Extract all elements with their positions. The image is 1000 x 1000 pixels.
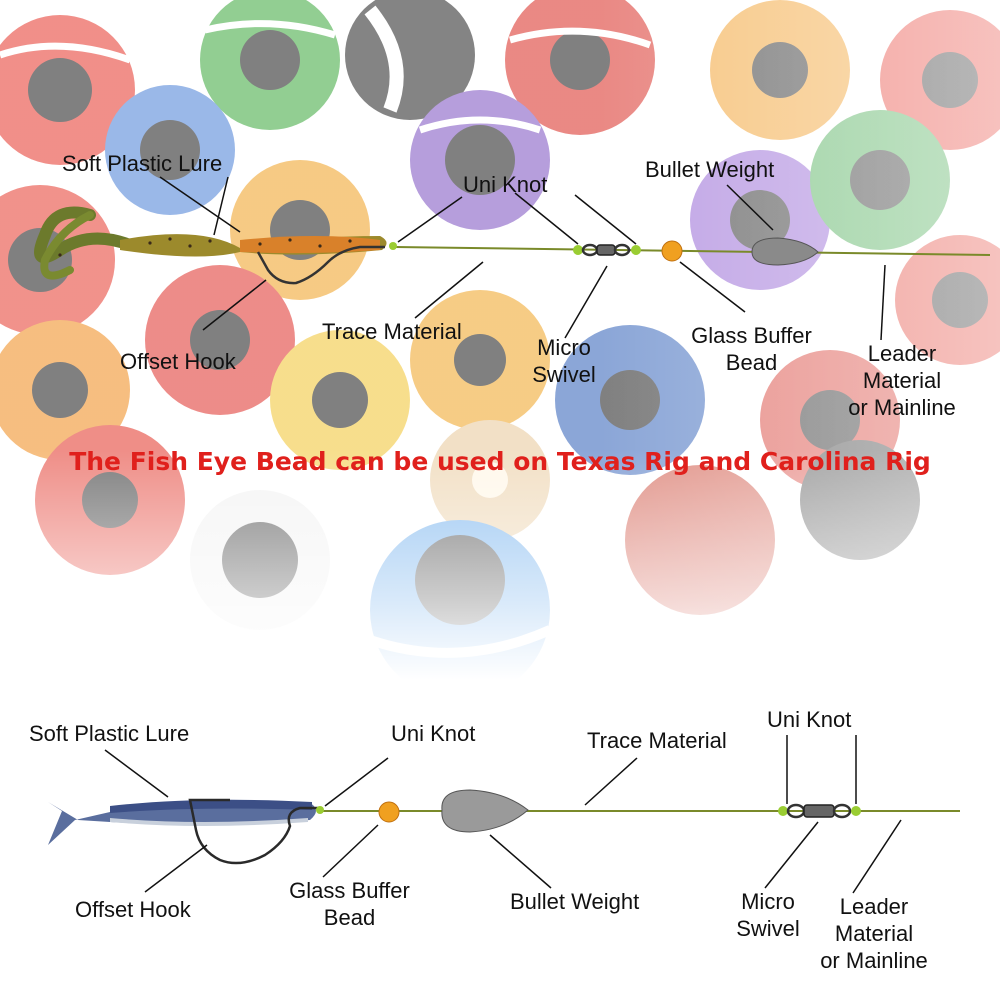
label-offset-hook: Offset Hook <box>75 897 191 922</box>
label-micro-swivel-line1: Micro <box>537 335 591 360</box>
label-trace-material: Trace Material <box>322 319 462 344</box>
label-trace-material: Trace Material <box>587 728 727 753</box>
label-leader-line3: or Mainline <box>820 948 928 973</box>
carolina-rig <box>48 735 960 894</box>
label-glass-buffer-bead: Glass Buffer Bead <box>278 877 421 931</box>
glass-buffer-bead <box>661 240 683 262</box>
glass-buffer-bead <box>378 801 400 823</box>
label-leader-line1: Leader <box>839 894 909 919</box>
label-uni-knot: Uni Knot <box>463 172 548 197</box>
label-glass-buffer-line2: Bead <box>725 350 778 375</box>
headline: The Fish Eye Bead can be used on Texas R… <box>69 447 931 476</box>
label-micro-swivel-line2: Swivel <box>532 362 596 387</box>
texas-rig <box>34 176 991 341</box>
label-leader-line2: Material <box>862 368 942 393</box>
label-bullet-weight: Bullet Weight <box>510 889 640 914</box>
label-uni-knot-1: Uni Knot <box>391 721 476 746</box>
label-leader-line3: or Mainline <box>848 395 956 420</box>
label-micro-swivel-line2: Swivel <box>736 916 800 941</box>
label-soft-plastic-lure: Soft Plastic Lure <box>62 151 223 176</box>
label-micro-swivel: Micro Swivel <box>723 888 813 942</box>
micro-swivel <box>778 803 861 819</box>
label-glass-buffer-line2: Bead <box>323 905 376 930</box>
fishing-line <box>394 246 991 256</box>
label-micro-swivel-line1: Micro <box>741 889 795 914</box>
label-soft-plastic-lure: Soft Plastic Lure <box>29 721 190 746</box>
micro-swivel <box>573 243 641 257</box>
uni-knot <box>389 242 397 250</box>
label-micro-swivel: Micro Swivel <box>519 334 609 388</box>
bullet-weight <box>751 237 819 266</box>
paddle-tail-lure <box>48 799 316 845</box>
offset-hook <box>188 798 320 865</box>
uni-knot <box>316 806 324 814</box>
label-offset-hook: Offset Hook <box>120 349 236 374</box>
curly-tail-lure <box>34 206 387 280</box>
label-leader-line2: Material <box>834 921 914 946</box>
label-glass-buffer-line1: Glass Buffer <box>691 323 812 348</box>
label-bullet-weight: Bullet Weight <box>645 157 775 182</box>
offset-hook <box>256 245 385 285</box>
label-uni-knot-2: Uni Knot <box>767 707 852 732</box>
label-leader-material: Leader Material or Mainline <box>807 893 941 974</box>
bullet-weight <box>441 789 529 833</box>
label-glass-buffer-bead: Glass Buffer Bead <box>680 322 823 376</box>
label-leader-line1: Leader <box>867 341 937 366</box>
label-leader-material: Leader Material or Mainline <box>835 340 969 421</box>
label-glass-buffer-line1: Glass Buffer <box>289 878 410 903</box>
